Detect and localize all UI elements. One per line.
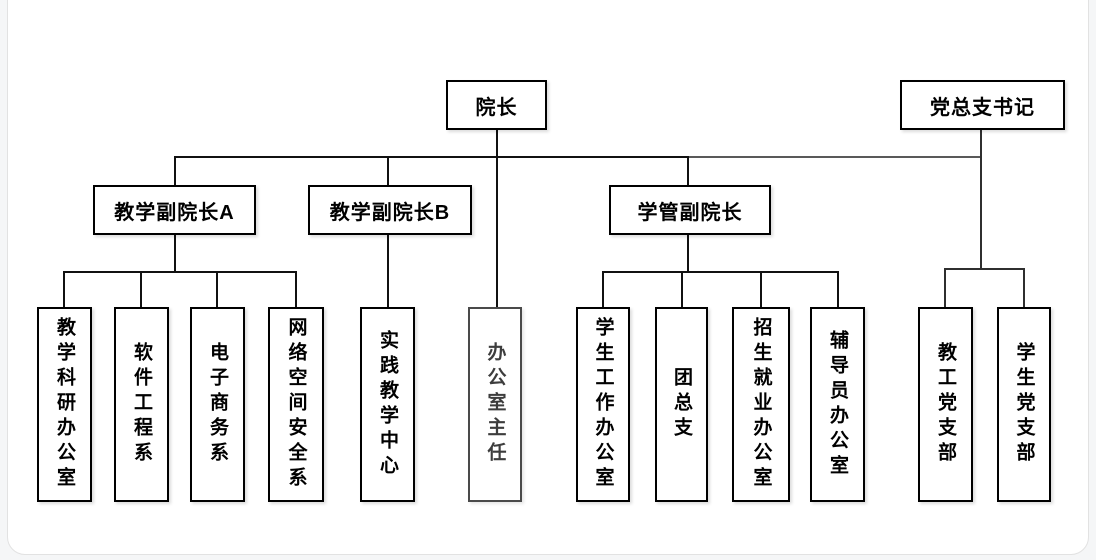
- org-node-vice-dean-teaching-a: 教学副院长A: [93, 185, 256, 235]
- connector-vice-dean-a-to-subbus: [174, 235, 176, 273]
- org-node-vice-dean-student-affairs: 学管副院长: [609, 185, 771, 235]
- org-node-label: 党总支书记: [930, 96, 1035, 119]
- connector-party-secretary-vertical: [980, 130, 982, 270]
- connector-drop-software-engineering: [140, 271, 142, 308]
- org-node-label: 招生就业办公室: [750, 317, 772, 492]
- connector-drop-faculty-party-branch: [944, 268, 946, 308]
- org-node-vice-dean-teaching-b: 教学副院长B: [308, 185, 472, 235]
- org-node-label: 学管副院长: [637, 201, 743, 224]
- org-node-youth-league-branch: 团总支: [655, 307, 708, 502]
- org-node-label: 教学副院长B: [329, 201, 451, 224]
- connector-drop-student-affairs-office: [602, 271, 604, 308]
- org-node-admissions-employment-office: 招生就业办公室: [732, 307, 790, 502]
- org-node-student-affairs-office: 学生工作办公室: [576, 307, 630, 502]
- connector-dean-to-office-director-vertical: [496, 130, 498, 308]
- connector-drop-to-vice-dean-student: [687, 156, 689, 186]
- org-node-label: 软件工程系: [131, 342, 152, 467]
- org-node-e-commerce-dept: 电子商务系: [190, 307, 245, 502]
- connector-drop-student-party-branch: [1023, 268, 1025, 308]
- org-node-label: 教工党支部: [935, 342, 956, 467]
- connector-subbus-student: [602, 271, 839, 273]
- org-node-label: 网络空间安全系: [285, 317, 307, 492]
- org-node-office-director: 办公室主任: [468, 307, 522, 502]
- org-node-label: 院长: [475, 96, 518, 119]
- org-node-label: 学生工作办公室: [592, 317, 614, 492]
- org-node-dean: 院长: [446, 80, 547, 130]
- connector-drop-to-vice-dean-a: [174, 156, 176, 186]
- org-node-practice-teaching-center: 实践教学中心: [360, 307, 415, 502]
- connector-subbus-a: [63, 271, 297, 273]
- connector-drop-cyberspace-security: [295, 271, 297, 308]
- org-node-teaching-research-office: 教学科研办公室: [37, 307, 92, 502]
- connector-drop-youth-league: [681, 271, 683, 308]
- connector-drop-teaching-research: [63, 271, 65, 308]
- org-node-counselor-office: 辅导员办公室: [810, 307, 865, 502]
- connector-drop-counselor-office: [837, 271, 839, 308]
- org-node-party-secretary: 党总支书记: [900, 80, 1065, 130]
- connector-vice-dean-student-to-subbus: [687, 235, 689, 273]
- org-node-cyberspace-security-dept: 网络空间安全系: [268, 307, 324, 502]
- connector-drop-admissions-employment: [760, 271, 762, 308]
- org-node-label: 学生党支部: [1013, 342, 1035, 467]
- connector-vice-dean-b-to-practice-center: [387, 235, 389, 308]
- connector-main-bus-left: [175, 156, 689, 158]
- org-node-label: 教学科研办公室: [54, 317, 75, 492]
- org-node-label: 教学副院长A: [114, 201, 235, 224]
- org-node-label: 辅导员办公室: [827, 329, 848, 480]
- org-node-label: 实践教学中心: [377, 329, 398, 480]
- org-node-label: 办公室主任: [484, 342, 506, 467]
- connector-drop-to-vice-dean-b: [387, 156, 389, 186]
- connector-subbus-party: [944, 268, 1025, 270]
- org-node-label: 电子商务系: [207, 342, 228, 467]
- connector-drop-e-commerce: [216, 271, 218, 308]
- org-node-label: 团总支: [671, 367, 692, 442]
- org-node-software-engineering-dept: 软件工程系: [114, 307, 169, 502]
- connector-main-bus-right-gray: [689, 156, 981, 158]
- org-node-student-party-branch: 学生党支部: [997, 307, 1051, 502]
- org-node-faculty-party-branch: 教工党支部: [918, 307, 973, 502]
